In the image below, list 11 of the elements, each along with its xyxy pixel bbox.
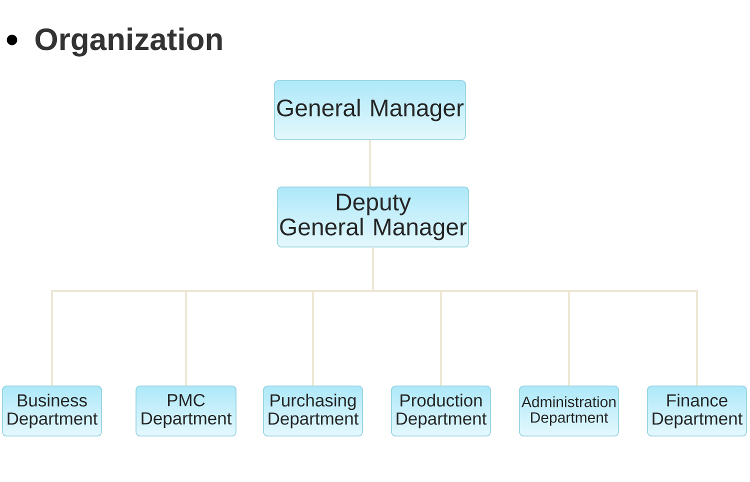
position-box: Purchasing Department xyxy=(263,386,363,436)
connector-line xyxy=(372,247,698,386)
position-box: PMC Department xyxy=(136,386,236,436)
heading: Organization xyxy=(35,28,222,57)
position-box: Finance Department xyxy=(647,386,747,436)
position-box: General Manager xyxy=(274,80,466,140)
position-box: Administration Department xyxy=(519,386,619,436)
position-box: Business Department xyxy=(2,386,102,436)
position-box: Deputy General Manager xyxy=(277,186,469,248)
connector-line xyxy=(369,140,371,187)
position-box: Production Department xyxy=(391,386,491,436)
